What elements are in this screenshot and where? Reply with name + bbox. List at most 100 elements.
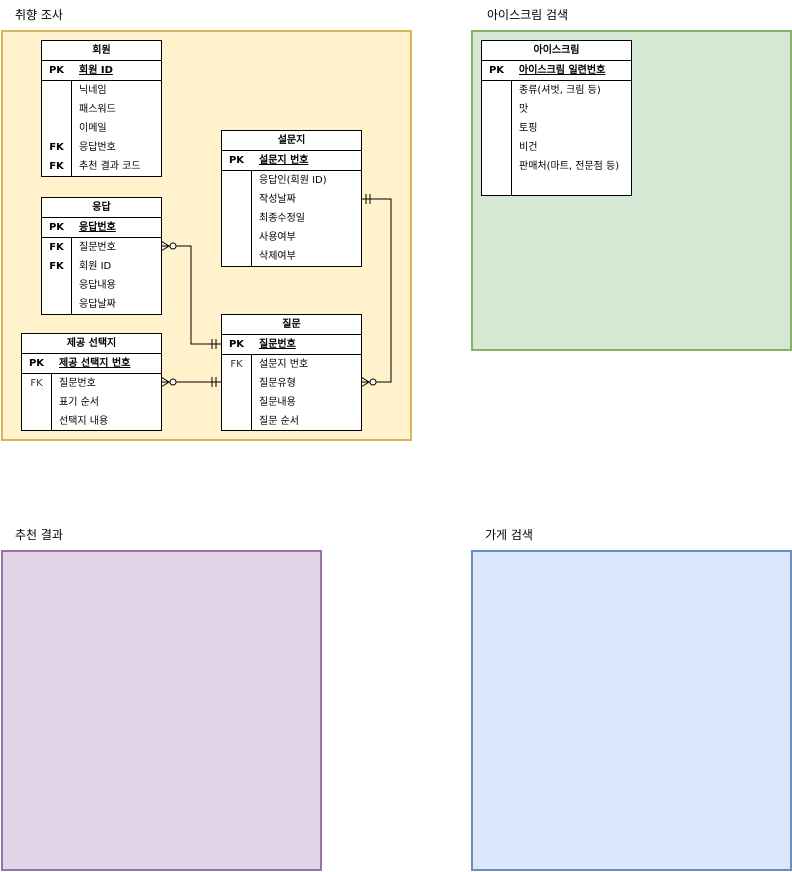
pk-label: PK [48, 65, 65, 76]
pk-label: PK [48, 222, 65, 233]
attribute-row[interactable]: 사용여부 [222, 228, 361, 247]
pk-attribute: 회원 ID [79, 65, 113, 76]
attribute-row[interactable]: FK 회원 ID [42, 257, 161, 276]
attribute-name: 질문번호 [79, 242, 116, 253]
attribute-row[interactable]: FK 질문번호 [42, 238, 161, 257]
attribute-name: 선택지 내용 [59, 416, 109, 427]
attribute-name: 최종수정일 [259, 213, 305, 224]
attribute-row[interactable]: 응답내용 [42, 276, 161, 295]
key-label: FK [49, 142, 64, 153]
pk-label: PK [228, 339, 245, 350]
entity-survey-pk-row[interactable]: PK 설문지 번호 [222, 151, 361, 171]
attribute-name: 응답인(회원 ID) [259, 175, 327, 186]
entity-icecream-title: 아이스크림 [482, 41, 631, 61]
entity-choice[interactable]: 제공 선택지 PK 제공 선택지 번호 FK 질문번호 표기 순서 선택지 내용 [21, 333, 162, 431]
pk-attribute: 설문지 번호 [259, 155, 309, 166]
attribute-row[interactable]: 표기 순서 [22, 393, 161, 412]
group-store-search[interactable] [471, 550, 792, 871]
attribute-name: 응답내용 [79, 280, 116, 291]
entity-member-pk-row[interactable]: PK 회원 ID [42, 61, 161, 81]
key-label: FK [30, 378, 43, 389]
connector-question-survey [361, 198, 392, 383]
attribute-row[interactable]: 최종수정일 [222, 209, 361, 228]
attribute-name: 질문번호 [59, 378, 96, 389]
attribute-name: 토핑 [519, 123, 538, 134]
attribute-name: 비건 [519, 142, 538, 153]
attribute-row[interactable]: 질문내용 [222, 393, 361, 412]
attribute-name: 회원 ID [79, 261, 112, 272]
pk-attribute: 응답번호 [79, 222, 116, 233]
attribute-row[interactable]: FK 설문지 번호 [222, 355, 361, 374]
attribute-row[interactable]: 종류(셔벗, 크림 등) [482, 81, 631, 100]
entity-survey-title: 설문지 [222, 131, 361, 151]
entity-icecream[interactable]: 아이스크림 PK 아이스크림 일련번호 종류(셔벗, 크림 등) 맛 토핑 비건… [481, 40, 632, 196]
group-title-recommendation-result: 추천 결과 [15, 528, 63, 542]
key-label: FK [49, 242, 64, 253]
attribute-name: 사용여부 [259, 232, 296, 243]
attribute-row[interactable]: 이메일 [42, 119, 161, 138]
pk-label: PK [228, 155, 245, 166]
crows-foot-choice [160, 376, 170, 388]
entity-question[interactable]: 질문 PK 질문번호 FK 설문지 번호 질문유형 질문내용 질문 순서 [221, 314, 362, 431]
attribute-name: 질문 순서 [259, 416, 299, 427]
entity-survey[interactable]: 설문지 PK 설문지 번호 응답인(회원 ID) 작성날짜 최종수정일 사용여부… [221, 130, 362, 267]
entity-choice-pk-row[interactable]: PK 제공 선택지 번호 [22, 354, 161, 374]
attribute-row[interactable]: 질문 순서 [222, 412, 361, 431]
attribute-row[interactable]: 응답날짜 [42, 295, 161, 314]
mandatory-bars-survey [365, 194, 371, 204]
entity-response-pk-row[interactable]: PK 응답번호 [42, 218, 161, 238]
key-label: FK [49, 161, 64, 172]
attribute-name: 질문내용 [259, 397, 296, 408]
attribute-row[interactable]: 응답인(회원 ID) [222, 171, 361, 190]
attribute-row[interactable]: 비건 [482, 138, 631, 157]
group-recommendation-result[interactable] [1, 550, 322, 871]
crows-foot-question [360, 376, 370, 388]
attribute-row[interactable]: 맛 [482, 100, 631, 119]
connector-response-question [161, 245, 221, 345]
entity-response-title: 응답 [42, 198, 161, 218]
key-label: FK [49, 261, 64, 272]
attribute-row[interactable]: FK 질문번호 [22, 374, 161, 393]
attribute-row[interactable]: 삭제여부 [222, 247, 361, 266]
entity-icecream-pk-row[interactable]: PK 아이스크림 일련번호 [482, 61, 631, 81]
attribute-name: 이메일 [79, 123, 107, 134]
pk-label: PK [28, 358, 45, 369]
mandatory-bars-question-from-response [211, 339, 217, 349]
attribute-row[interactable]: 닉네임 [42, 81, 161, 100]
entity-member-title: 회원 [42, 41, 161, 61]
pk-attribute: 제공 선택지 번호 [59, 358, 131, 369]
attribute-row[interactable]: 패스워드 [42, 100, 161, 119]
entity-question-pk-row[interactable]: PK 질문번호 [222, 335, 361, 355]
attribute-row[interactable]: 판매처(마트, 전문점 등) [482, 157, 631, 176]
pk-attribute: 아이스크림 일련번호 [519, 65, 606, 76]
attribute-row[interactable]: 작성날짜 [222, 190, 361, 209]
group-title-store-search: 가게 검색 [485, 528, 533, 542]
attribute-name: 작성날짜 [259, 194, 296, 205]
attribute-row[interactable]: FK 응답번호 [42, 138, 161, 157]
attribute-name: 설문지 번호 [259, 359, 309, 370]
attribute-row[interactable]: 질문유형 [222, 374, 361, 393]
group-title-preference-survey: 취향 조사 [15, 8, 63, 22]
optional-circle-question [369, 378, 377, 386]
attribute-row[interactable]: 선택지 내용 [22, 412, 161, 431]
crows-foot-response [160, 240, 170, 252]
optional-circle-choice [169, 378, 177, 386]
entity-member[interactable]: 회원 PK 회원 ID 닉네임 패스워드 이메일 FK 응답번호 FK 추천 결과 … [41, 40, 162, 177]
entity-question-title: 질문 [222, 315, 361, 335]
attribute-name: 패스워드 [79, 104, 116, 115]
attribute-row[interactable]: 토핑 [482, 119, 631, 138]
attribute-name: 표기 순서 [59, 397, 99, 408]
attribute-name: 판매처(마트, 전문점 등) [519, 161, 620, 172]
attribute-name: 응답날짜 [79, 299, 116, 310]
pk-attribute: 질문번호 [259, 339, 296, 350]
attribute-name: 질문유형 [259, 378, 296, 389]
attribute-row[interactable]: FK 추천 결과 코드 [42, 157, 161, 176]
attribute-name: 삭제여부 [259, 251, 296, 262]
attribute-name: 닉네임 [79, 85, 107, 96]
entity-choice-title: 제공 선택지 [22, 334, 161, 354]
entity-response[interactable]: 응답 PK 응답번호 FK 질문번호 FK 회원 ID 응답내용 응답날짜 [41, 197, 162, 315]
attribute-name: 추천 결과 코드 [79, 161, 141, 172]
key-label: FK [230, 359, 243, 370]
attribute-name: 응답번호 [79, 142, 116, 153]
